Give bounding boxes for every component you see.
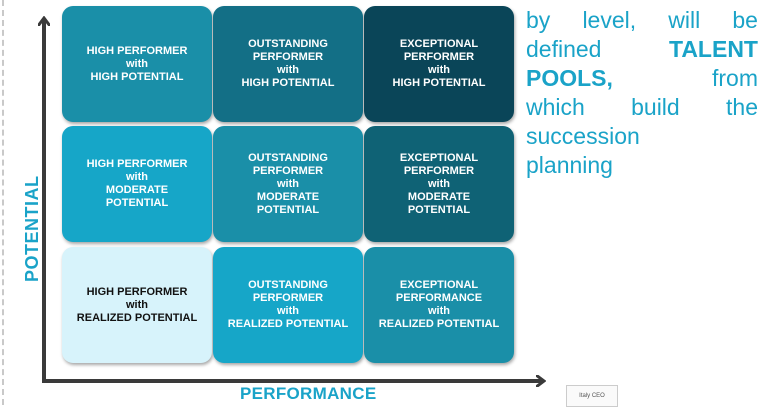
y-axis-label: POTENTIAL [22, 175, 42, 283]
cell-label: EXCEPTIONAL PERFORMER with MODERATE POTE… [399, 151, 479, 216]
emphasis-word: POOLS, [526, 65, 613, 91]
cell-label: HIGH PERFORMER with HIGH POTENTIAL [86, 44, 188, 83]
cell-high-performer-realized-potential: HIGH PERFORMER with REALIZED POTENTIAL [62, 247, 212, 363]
word: level, [582, 7, 637, 33]
cell-exceptional-performer-high-potential: EXCEPTIONAL PERFORMER with HIGH POTENTIA… [364, 6, 514, 122]
logo: Italy CEO [566, 385, 618, 407]
word: the [726, 94, 758, 120]
description-line-3: POOLS, from [526, 64, 758, 93]
cell-high-performer-high-potential: HIGH PERFORMER with HIGH POTENTIAL [62, 6, 212, 122]
cell-label: OUTSTANDING PERFORMER with HIGH POTENTIA… [241, 38, 335, 89]
cell-label: HIGH PERFORMER with REALIZED POTENTIAL [76, 285, 198, 324]
word: defined [526, 36, 602, 62]
cell-outstanding-performer-high-potential: OUTSTANDING PERFORMER with HIGH POTENTIA… [213, 6, 363, 122]
cell-label: OUTSTANDING PERFORMER with REALIZED POTE… [227, 279, 349, 330]
cell-outstanding-performer-moderate-potential: OUTSTANDING PERFORMER with MODERATE POTE… [213, 126, 363, 242]
x-axis-label: PERFORMANCE [240, 384, 377, 403]
left-dashed-border [2, 0, 4, 405]
word: will [668, 7, 701, 33]
cell-label: HIGH PERFORMER with MODERATE POTENTIAL [86, 158, 188, 209]
description-line-1: by level, will be [526, 6, 758, 35]
word: from [712, 65, 758, 91]
cell-label: EXCEPTIONAL PERFORMANCE with REALIZED PO… [378, 279, 500, 330]
emphasis-word: TALENT [668, 36, 758, 62]
talent-pools-description: by level, will be defined TALENT POOLS, … [526, 6, 758, 180]
cell-high-performer-moderate-potential: HIGH PERFORMER with MODERATE POTENTIAL [62, 126, 212, 242]
cell-outstanding-performer-realized-potential: OUTSTANDING PERFORMER with REALIZED POTE… [213, 247, 363, 363]
description-line-5: succession [526, 123, 640, 149]
description-line-2: defined TALENT [526, 35, 758, 64]
word: build [631, 94, 680, 120]
cell-label: EXCEPTIONAL PERFORMER with HIGH POTENTIA… [392, 38, 486, 89]
cell-exceptional-performance-realized-potential: EXCEPTIONAL PERFORMANCE with REALIZED PO… [364, 247, 514, 363]
description-line-6: planning [526, 152, 613, 178]
word: be [732, 7, 758, 33]
description-line-4: which build the [526, 93, 758, 122]
cell-exceptional-performer-moderate-potential: EXCEPTIONAL PERFORMER with MODERATE POTE… [364, 126, 514, 242]
word: which [526, 94, 585, 120]
word: by [526, 7, 551, 33]
axes [0, 0, 560, 405]
cell-label: OUTSTANDING PERFORMER with MODERATE POTE… [248, 151, 328, 216]
